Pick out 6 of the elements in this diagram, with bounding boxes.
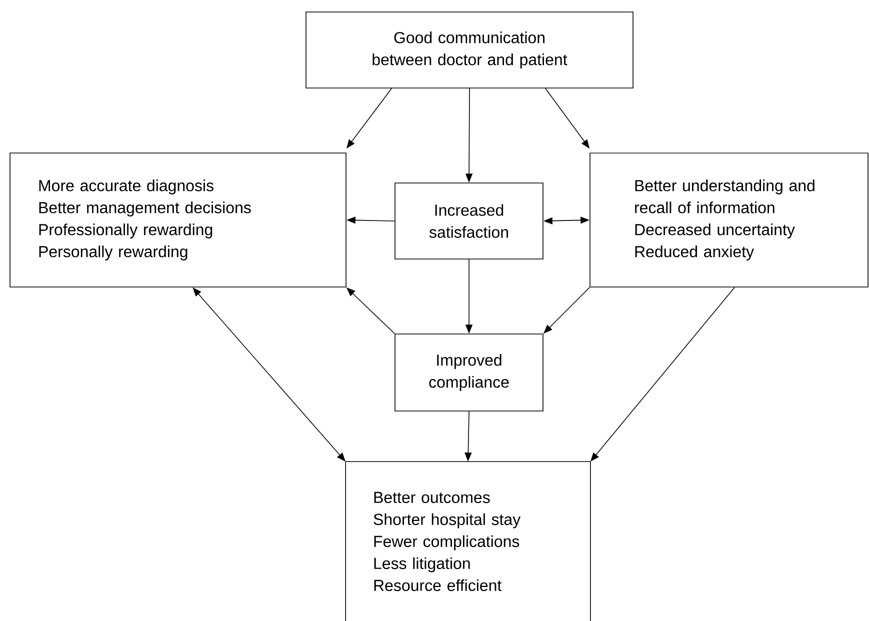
text-box: Improved compliance [394, 334, 544, 412]
text-box: Better outcomes Shorter hospital stay Fewer complications Less litigation Resource efficient [345, 461, 591, 621]
text-box: Good communication between doctor and patient [306, 12, 634, 88]
text-box: Increased satisfaction [394, 182, 544, 260]
text-box: Better understanding and recall of information Decreased uncertainty Reduced anxiety [590, 152, 868, 288]
text-box: More accurate diagnosis Better management decisions Professionally rewarding Personally rewarding [10, 152, 346, 288]
